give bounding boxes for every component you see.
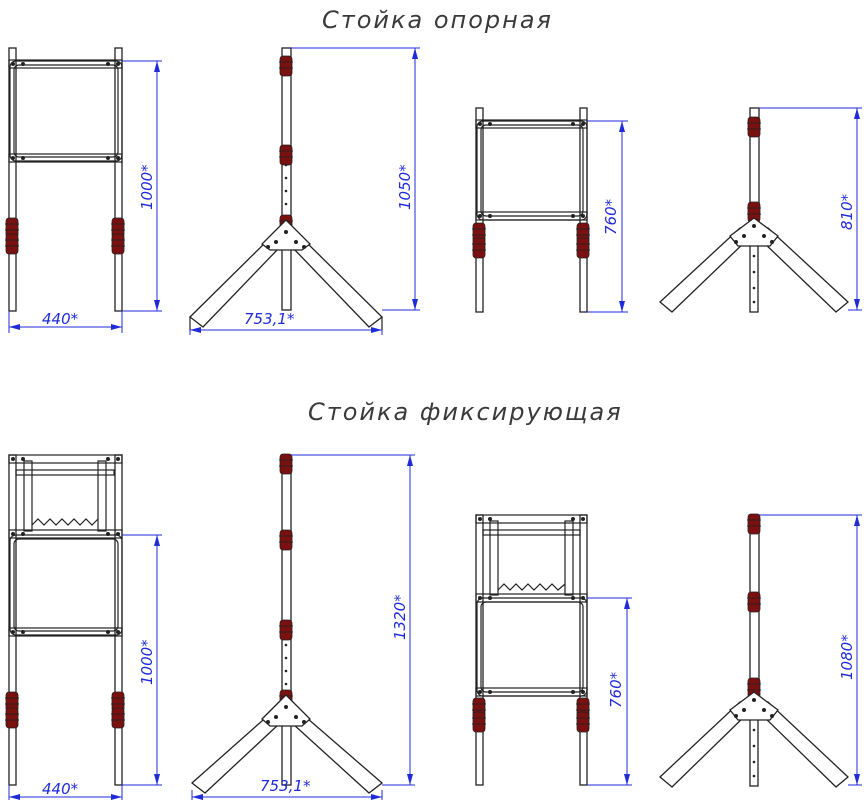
dim-s1-width: 440* — [42, 310, 79, 328]
dim-s2-width: 753,1* — [244, 310, 295, 328]
support-front-short — [471, 107, 628, 313]
dim-f2-height: 1320* — [391, 594, 409, 640]
dim-f3-height: 760* — [607, 671, 625, 708]
dim-s2-height: 1050* — [396, 164, 414, 210]
support-side-tall — [189, 47, 420, 335]
support-front-tall — [4, 47, 162, 333]
dim-s4-height: 810* — [838, 193, 856, 230]
dim-s1-height: 1000* — [138, 164, 156, 210]
fixing-front-short — [471, 514, 632, 786]
fixing-side-short — [659, 513, 862, 788]
fixing-side-tall — [190, 453, 415, 800]
dim-f1-width: 440* — [42, 780, 79, 798]
support-side-short — [659, 107, 862, 313]
title-fixing: Стойка фиксирующая — [308, 398, 623, 426]
fixing-front-tall — [4, 454, 162, 800]
dim-s3-height: 760* — [602, 198, 620, 235]
dim-f2-width: 753,1* — [260, 777, 311, 795]
title-support: Стойка опорная — [322, 6, 553, 34]
dim-f4-height: 1080* — [838, 634, 856, 680]
dim-f1-height: 1000* — [138, 639, 156, 685]
